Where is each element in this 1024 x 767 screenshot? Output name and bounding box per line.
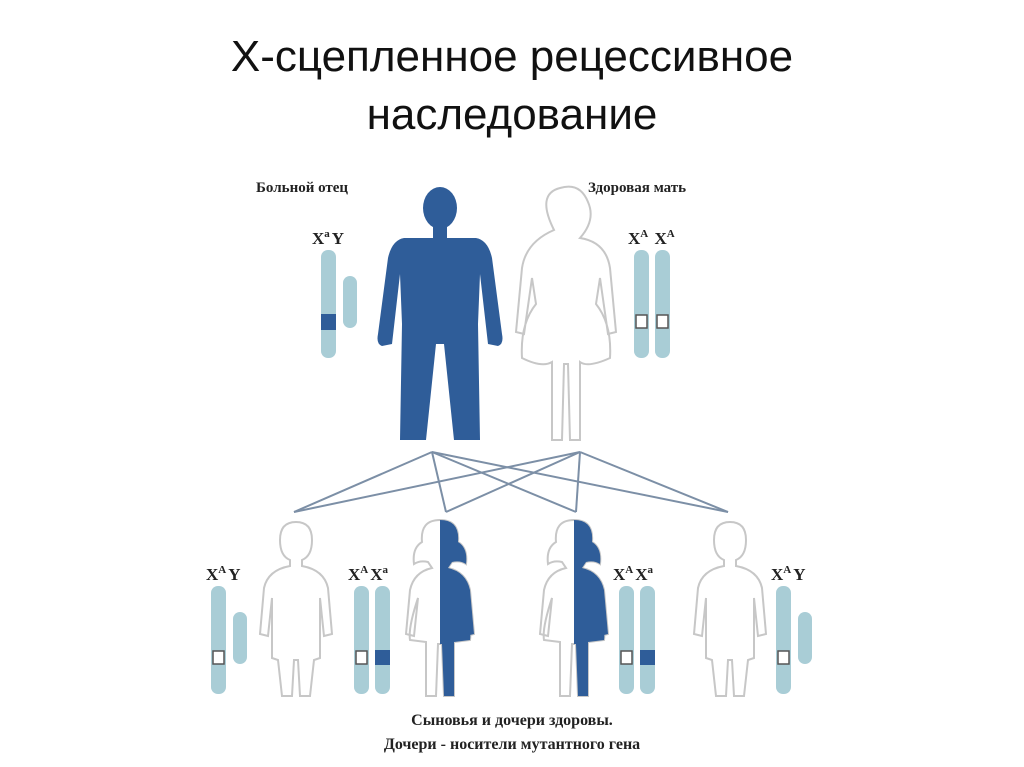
page-title: X-сцепленное рецессивное наследование — [0, 28, 1024, 144]
son-2-chromosomes — [776, 586, 812, 694]
title-line-2: наследование — [366, 90, 658, 139]
mother-chromosomes — [634, 250, 670, 358]
son-2-figure — [693, 521, 767, 697]
daughter-1-figure — [405, 519, 475, 697]
caption-line-2: Дочери - носители мутантного гена — [383, 736, 641, 753]
daughter-2-figure — [539, 519, 609, 697]
title-line-1: X-сцепленное рецессивное — [230, 32, 794, 81]
daughter-1-chromosomes — [354, 586, 390, 694]
mother-genotype: XA XA — [628, 228, 675, 248]
daughter-2-chromosomes — [619, 586, 655, 694]
caption-line-1: Сыновья и дочери здоровы. — [411, 712, 613, 729]
inheritance-lines — [293, 451, 729, 513]
father-chromosomes — [321, 250, 357, 358]
father-label: Больной отец — [256, 180, 349, 196]
son-1-chromosomes — [211, 586, 247, 694]
mother-figure — [515, 185, 617, 441]
mother-label: Здоровая мать — [588, 180, 687, 196]
father-figure — [377, 187, 503, 440]
son-1-figure — [259, 521, 333, 697]
